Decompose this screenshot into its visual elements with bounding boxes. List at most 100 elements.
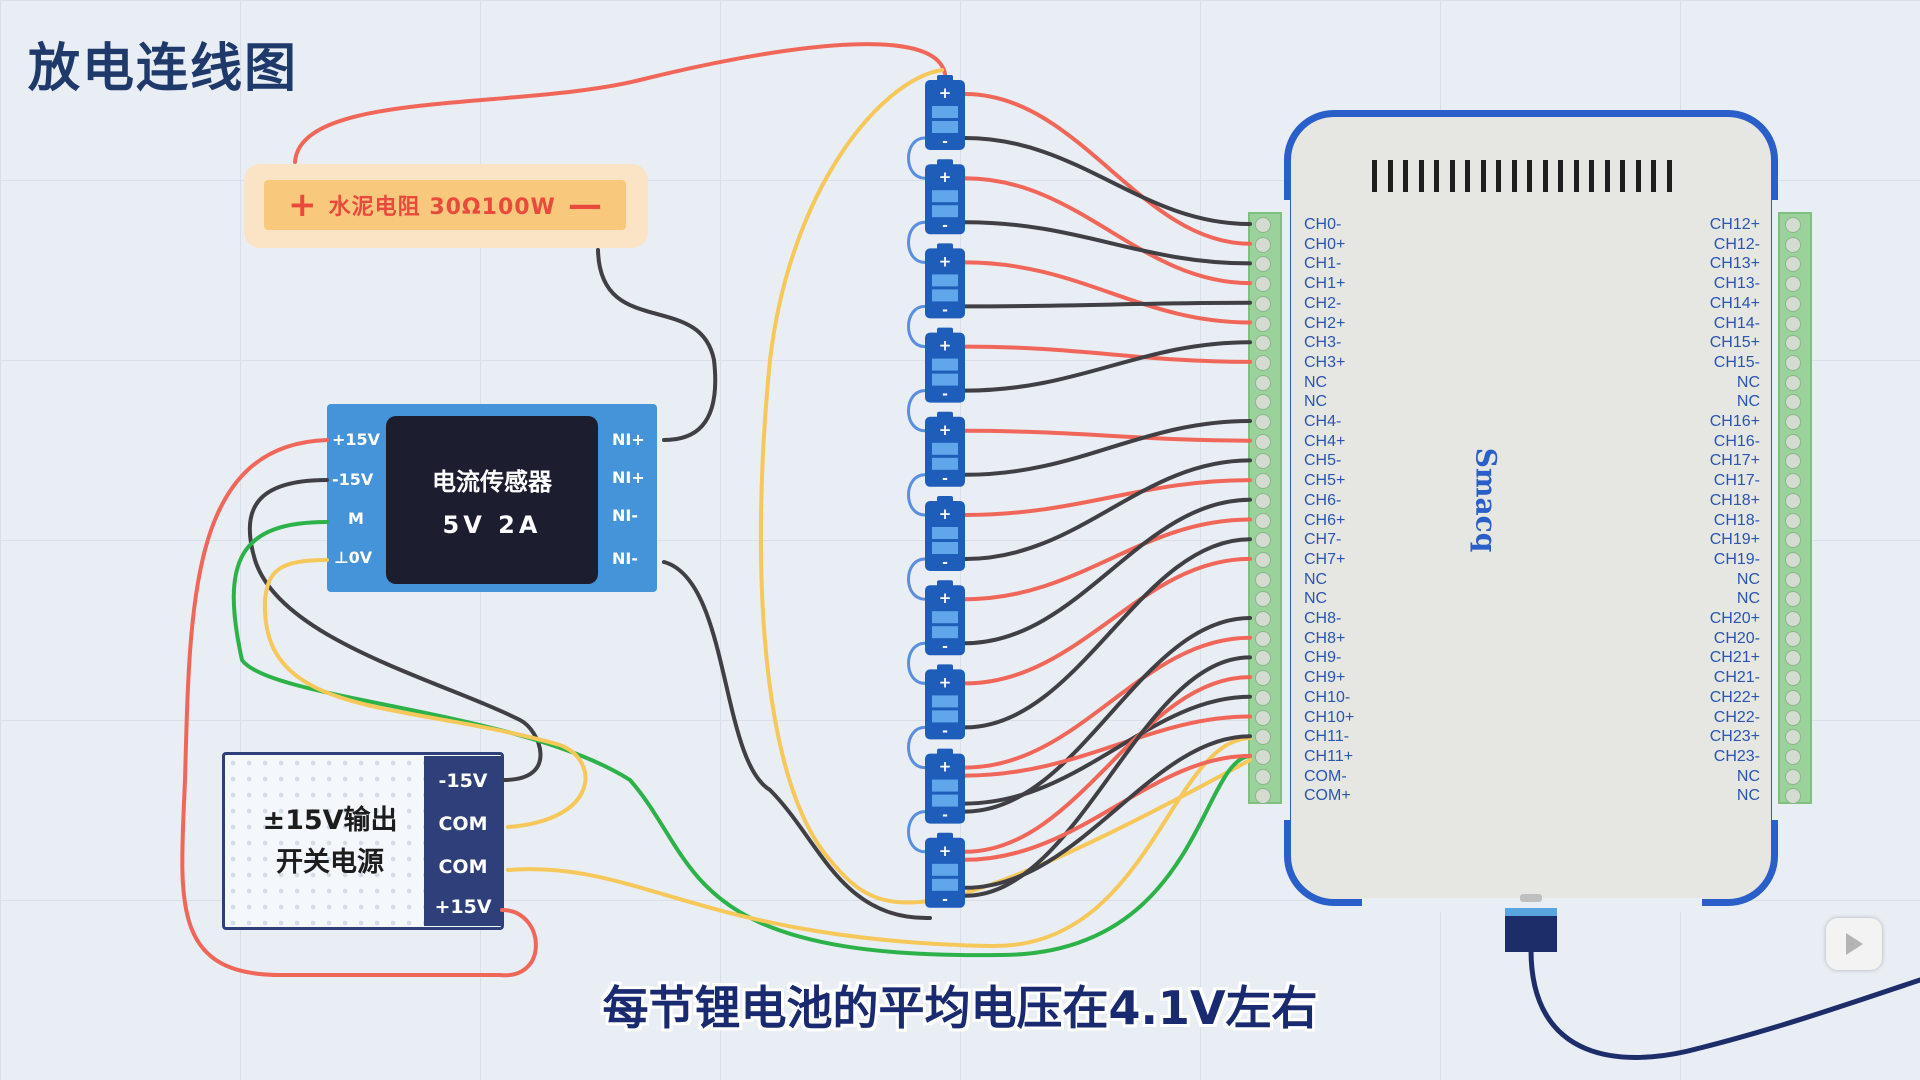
- right-channel-label: NC: [1736, 767, 1760, 785]
- left-channel-label: NC: [1304, 590, 1328, 608]
- resistor-plus-sign: +: [288, 185, 317, 225]
- terminal-screw: [1255, 512, 1271, 529]
- vent-slot: [1387, 160, 1393, 192]
- sensor-pin-ni-plus-1: NI+: [612, 430, 645, 449]
- vent-slot: [1449, 160, 1455, 192]
- battery-plus-sign: +: [939, 421, 952, 439]
- battery-plus-wire: [963, 478, 1252, 517]
- right-channel-label: CH19-: [1713, 550, 1760, 568]
- battery-cell: +-: [925, 327, 965, 403]
- left-channel-label: CH11+: [1304, 747, 1354, 765]
- terminal-screw: [1255, 335, 1271, 352]
- left-channel-label: CH10-: [1304, 688, 1351, 706]
- video-subtitle: 每节锂电池的平均电压在4.1V左右: [602, 981, 1318, 1035]
- terminal-screw: [1785, 532, 1801, 549]
- battery-minus-wire: [963, 136, 1252, 226]
- vent-slot: [1651, 160, 1656, 192]
- terminal-screw: [1255, 236, 1271, 253]
- terminal-screw: [1785, 394, 1801, 411]
- sensor-name: 电流传感器: [432, 467, 552, 496]
- daq-bottom-gap: [1362, 898, 1702, 912]
- resistor-minus-sign: —: [567, 185, 602, 225]
- terminal-screw: [1255, 670, 1271, 687]
- left-channel-label: CH11-: [1304, 728, 1350, 746]
- terminal-screw: [1785, 414, 1801, 430]
- left-channel-label: CH5-: [1304, 452, 1342, 470]
- terminal-screw: [1255, 394, 1271, 411]
- vent-slot: [1511, 160, 1517, 192]
- right-channel-label: CH17+: [1709, 452, 1760, 470]
- sensor-spec: 5V 2A: [442, 510, 542, 539]
- battery-plus-wire: [963, 556, 1252, 686]
- vent-slot: [1465, 160, 1470, 192]
- terminal-screw: [1255, 354, 1271, 371]
- terminal-screw: [1255, 374, 1271, 391]
- right-channel-label: CH15-: [1713, 353, 1760, 371]
- terminal-screw: [1255, 433, 1271, 450]
- battery-plus-sign: +: [939, 758, 952, 776]
- battery-level-bar: [932, 442, 958, 455]
- terminal-screw: [1785, 729, 1801, 746]
- battery-plus-wire: [963, 92, 1252, 246]
- vent-slot: [1558, 160, 1563, 192]
- terminal-screw: [1255, 414, 1271, 430]
- terminal-screw: [1255, 217, 1271, 233]
- battery-level-bar: [932, 274, 958, 287]
- terminal-screw: [1255, 591, 1271, 608]
- battery-plus-wire: [963, 753, 1252, 862]
- left-channel-label: COM-: [1304, 767, 1347, 785]
- battery-minus-sign: -: [942, 723, 948, 739]
- battery-series-link: [907, 220, 926, 264]
- right-channel-label: CH12+: [1709, 216, 1760, 233]
- battery-level-bar: [932, 695, 958, 708]
- wire-psu-com-to-daq: [506, 736, 1252, 949]
- sensor-pin-ni-minus-2: NI-: [612, 549, 638, 568]
- right-channel-label: CH23-: [1713, 747, 1760, 765]
- vent-slot: [1604, 160, 1610, 192]
- right-channel-label: CH22-: [1713, 708, 1760, 726]
- battery-plus-wire: [963, 428, 1252, 443]
- wire-psu-com-to-sensor-0v: [262, 558, 588, 829]
- right-channel-label: CH18-: [1713, 511, 1760, 529]
- vent-slot: [1589, 160, 1594, 192]
- left-channel-label: CH7-: [1304, 531, 1342, 549]
- battery-level-bar: [932, 611, 958, 624]
- psu-label-line2: 开关电源: [276, 847, 384, 878]
- play-icon: [1846, 933, 1863, 955]
- usb-cable: [1528, 947, 1920, 1060]
- battery-series-link: [907, 304, 926, 349]
- battery-minus-sign: -: [942, 218, 948, 234]
- battery-minus-sign: -: [942, 892, 948, 908]
- vent-slot: [1542, 160, 1548, 192]
- battery-minus-wire: [963, 419, 1252, 477]
- battery-minus-wire: [963, 458, 1252, 561]
- psu-terminal-com-2: COM: [438, 856, 488, 878]
- terminal-screw: [1785, 591, 1801, 608]
- battery-level-bar: [932, 863, 958, 876]
- daq-device: [1284, 110, 1778, 906]
- terminal-screw: [1255, 788, 1271, 805]
- right-channel-label: CH16-: [1713, 432, 1760, 450]
- battery-level-bar: [932, 358, 958, 371]
- play-button[interactable]: [1826, 918, 1882, 970]
- right-channel-label: CH13-: [1713, 275, 1760, 293]
- right-channel-label: CH18+: [1709, 491, 1760, 509]
- left-channel-label: CH9+: [1304, 669, 1346, 687]
- terminal-screw: [1255, 492, 1271, 509]
- left-channel-label: NC: [1304, 373, 1328, 391]
- terminal-screw: [1785, 295, 1801, 312]
- usb-port: [1520, 894, 1542, 902]
- battery-minus-wire: [963, 300, 1252, 309]
- battery-plus-sign: +: [939, 252, 952, 270]
- left-channel-label: CH3+: [1304, 353, 1346, 371]
- terminal-screw: [1785, 768, 1801, 785]
- sensor-pin-minus15v: -15V: [332, 470, 374, 489]
- right-channel-label: CH22+: [1709, 688, 1760, 706]
- battery-level-bar: [932, 527, 958, 539]
- vent-slot: [1527, 160, 1532, 192]
- battery-cell: +-: [925, 496, 965, 571]
- battery-minus-wire: [963, 734, 1252, 890]
- terminal-screw: [1255, 453, 1271, 470]
- left-channel-label: COM+: [1304, 787, 1351, 805]
